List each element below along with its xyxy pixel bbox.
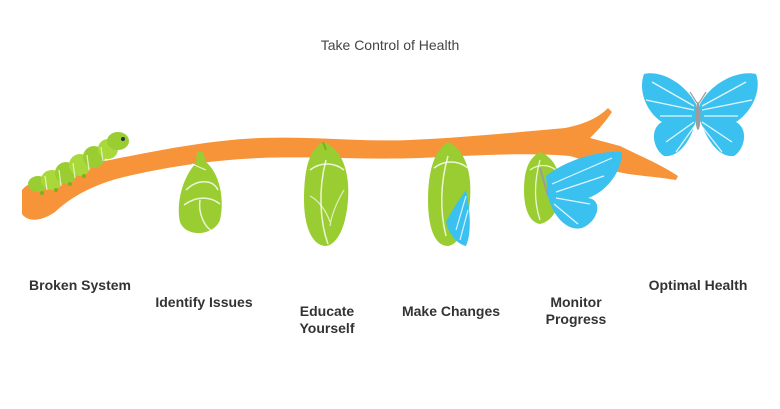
emerging-butterfly-icon [524, 151, 622, 229]
stage-label-monitor-progress: Monitor Progress [546, 294, 607, 328]
diagram-title: Take Control of Health [320, 37, 460, 53]
stage-label-line: Yourself [299, 320, 355, 336]
stage-label-line: Identify Issues [155, 294, 253, 310]
stage-label-line: Progress [545, 311, 607, 327]
stage-label-identify-issues: Identify Issues [155, 294, 252, 311]
stage-label-line: Optimal Health [648, 277, 748, 293]
hatching-chrysalis-icon [428, 142, 471, 246]
branch-icon [22, 108, 678, 220]
cocoon-icon [304, 141, 349, 246]
stage-label-make-changes: Make Changes [402, 303, 500, 320]
stage-label-line: Monitor [550, 294, 602, 310]
stage-label-educate-yourself: Educate Yourself [300, 303, 355, 337]
stage-label-line: Educate [299, 303, 355, 319]
stage-label-line: Broken System [29, 277, 131, 293]
chrysalis-icon [178, 152, 222, 234]
stage-label-broken-system: Broken System [29, 277, 131, 294]
stage-label-line: Make Changes [401, 303, 501, 319]
caterpillar-icon [28, 132, 129, 195]
butterfly-icon [642, 73, 758, 157]
stage-label-optimal-health: Optimal Health [649, 277, 748, 294]
